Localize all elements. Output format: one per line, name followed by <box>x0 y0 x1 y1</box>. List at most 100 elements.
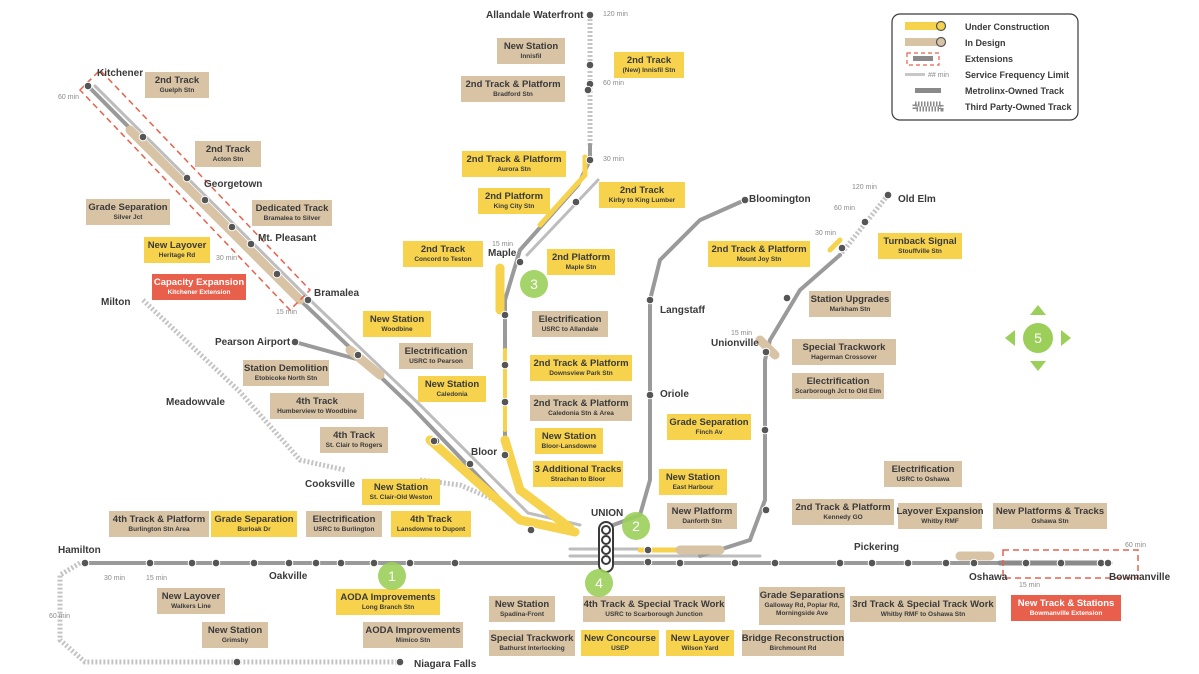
station-dot[interactable] <box>643 557 653 567</box>
station-dot[interactable] <box>585 155 595 165</box>
station-dot[interactable] <box>526 525 536 535</box>
station-dot[interactable] <box>837 243 847 253</box>
project-box-p2[interactable]: 2nd Track(New) Innisfil Stn <box>614 52 684 78</box>
station-dot[interactable] <box>760 425 770 435</box>
station-dot[interactable] <box>500 360 510 370</box>
marker-3[interactable]: 3 <box>520 270 548 298</box>
station-dot[interactable] <box>500 310 510 320</box>
station-dot[interactable] <box>675 558 685 568</box>
station-dot[interactable] <box>941 558 951 568</box>
station-dot[interactable] <box>145 558 155 568</box>
station-dot[interactable] <box>883 190 893 200</box>
station-dot[interactable] <box>1103 558 1113 568</box>
station-dot[interactable] <box>835 558 845 568</box>
union-station[interactable] <box>598 521 614 573</box>
station-dot[interactable] <box>761 347 771 357</box>
station-dot[interactable] <box>1021 558 1031 568</box>
station-dot[interactable] <box>770 558 780 568</box>
station-dot[interactable] <box>645 295 655 305</box>
station-dot[interactable] <box>571 197 581 207</box>
station-dot[interactable] <box>643 545 653 555</box>
station-dot[interactable] <box>867 558 877 568</box>
station-dot[interactable] <box>782 293 792 303</box>
marker-1[interactable]: 1 <box>378 562 406 590</box>
station-dot[interactable] <box>290 337 300 347</box>
station-dot[interactable] <box>336 558 346 568</box>
station-dot[interactable] <box>138 132 148 142</box>
station-dot[interactable] <box>83 81 93 91</box>
station-dot[interactable] <box>227 222 237 232</box>
station-dot[interactable] <box>500 450 510 460</box>
station-dot[interactable] <box>187 558 197 568</box>
station-dot[interactable] <box>182 173 192 183</box>
station-dot[interactable] <box>645 390 655 400</box>
station-dot[interactable] <box>583 85 593 95</box>
station-dot[interactable] <box>272 269 282 279</box>
marker-5[interactable]: 5 <box>1005 305 1071 371</box>
station-dot[interactable] <box>500 397 510 407</box>
station-dot[interactable] <box>860 217 870 227</box>
station-dot[interactable] <box>429 436 439 446</box>
marker-4[interactable]: 4 <box>585 569 613 597</box>
station-dot[interactable] <box>232 657 242 667</box>
station-dot[interactable] <box>585 60 595 70</box>
station-dot[interactable] <box>395 657 405 667</box>
station-dot[interactable] <box>405 558 415 568</box>
station-dot[interactable] <box>303 295 313 305</box>
station-dot[interactable] <box>903 558 913 568</box>
station-dot[interactable] <box>80 558 90 568</box>
marker-2[interactable]: 2 <box>622 512 650 540</box>
station-dot[interactable] <box>730 558 740 568</box>
station-dot[interactable] <box>246 239 256 249</box>
station-dot[interactable] <box>200 195 210 205</box>
station-dot[interactable] <box>1056 558 1066 568</box>
station-dot[interactable] <box>353 350 363 360</box>
station-dot[interactable] <box>284 558 294 568</box>
station-dot[interactable] <box>249 558 259 568</box>
